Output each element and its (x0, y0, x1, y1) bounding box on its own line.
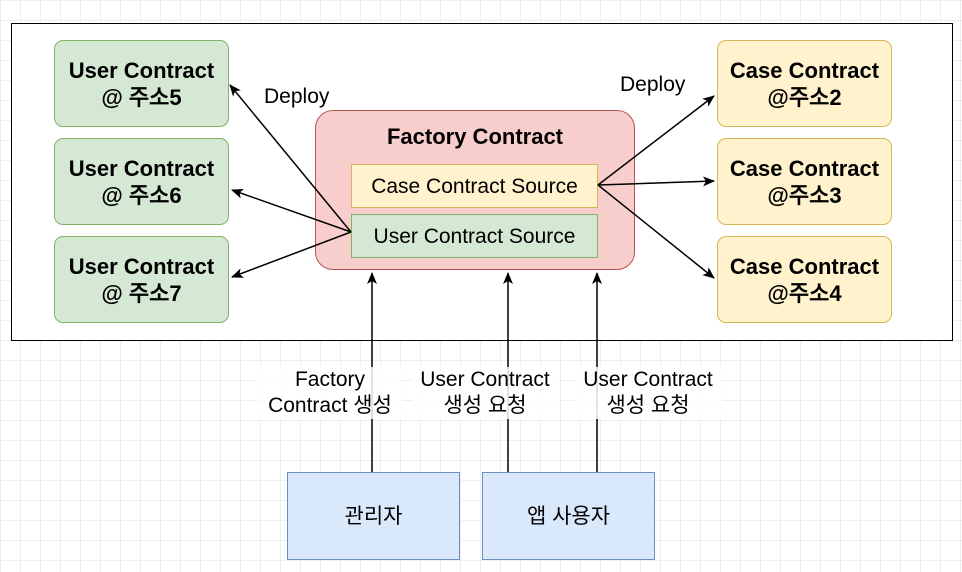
case-contract-2-title: Case Contract (729, 57, 880, 83)
case-contract-3-title: Case Contract (729, 155, 880, 181)
case-contract-2-address: @주소2 (767, 84, 842, 110)
app-user-actor: 앱 사용자 (482, 472, 655, 560)
user-request-label-2: User Contract 생성 요청 (574, 367, 722, 419)
user-contract-5: User Contract @ 주소5 (54, 40, 229, 127)
deploy-label-right: Deploy (620, 73, 686, 96)
user-contract-7-title: User Contract (68, 253, 215, 279)
app-user-actor-label: 앱 사용자 (526, 504, 611, 528)
user-contract-6-title: User Contract (68, 155, 215, 181)
deploy-arrow-case-3 (597, 176, 715, 187)
user-contract-7: User Contract @ 주소7 (54, 236, 229, 323)
user-request-label-2-line1: User Contract (583, 368, 713, 391)
user-contract-6: User Contract @ 주소6 (54, 138, 229, 225)
admin-actor-label: 관리자 (344, 504, 403, 528)
case-contract-2: Case Contract @주소2 (717, 40, 892, 127)
case-contract-source-label: Case Contract Source (371, 174, 578, 198)
user-contract-6-address: @ 주소6 (101, 182, 182, 208)
user-contract-5-title: User Contract (68, 57, 215, 83)
case-contract-3-address: @주소3 (767, 182, 842, 208)
deploy-arrow-user-5 (229, 84, 352, 233)
case-contract-source: Case Contract Source (351, 164, 598, 208)
deploy-label-left: Deploy (264, 85, 330, 108)
deploy-arrow-case-4 (597, 184, 715, 279)
deploy-arrow-user-7 (231, 231, 352, 278)
factory-create-label-line2: Contract 생성 (268, 394, 392, 417)
user-request-label-2-line2: 생성 요청 (606, 394, 690, 417)
user-request-label-1-line2: 생성 요청 (443, 394, 527, 417)
user-contract-source-label: User Contract Source (373, 224, 576, 248)
factory-contract-title: Factory Contract (386, 124, 564, 149)
case-contract-4-title: Case Contract (729, 253, 880, 279)
deploy-arrow-user-6 (231, 188, 352, 233)
user-request-label-1: User Contract 생성 요청 (411, 367, 559, 419)
case-contract-4-address: @주소4 (767, 280, 842, 306)
user-contract-7-address: @ 주소7 (101, 280, 182, 306)
admin-actor: 관리자 (287, 472, 460, 560)
factory-create-label: Factory Contract 생성 (258, 367, 402, 419)
factory-create-label-line1: Factory (294, 368, 365, 391)
user-request-label-1-line1: User Contract (420, 368, 550, 391)
case-contract-4: Case Contract @주소4 (717, 236, 892, 323)
deploy-arrow-case-2 (597, 95, 715, 186)
user-contract-source: User Contract Source (351, 214, 598, 258)
case-contract-3: Case Contract @주소3 (717, 138, 892, 225)
user-contract-5-address: @ 주소5 (101, 84, 182, 110)
